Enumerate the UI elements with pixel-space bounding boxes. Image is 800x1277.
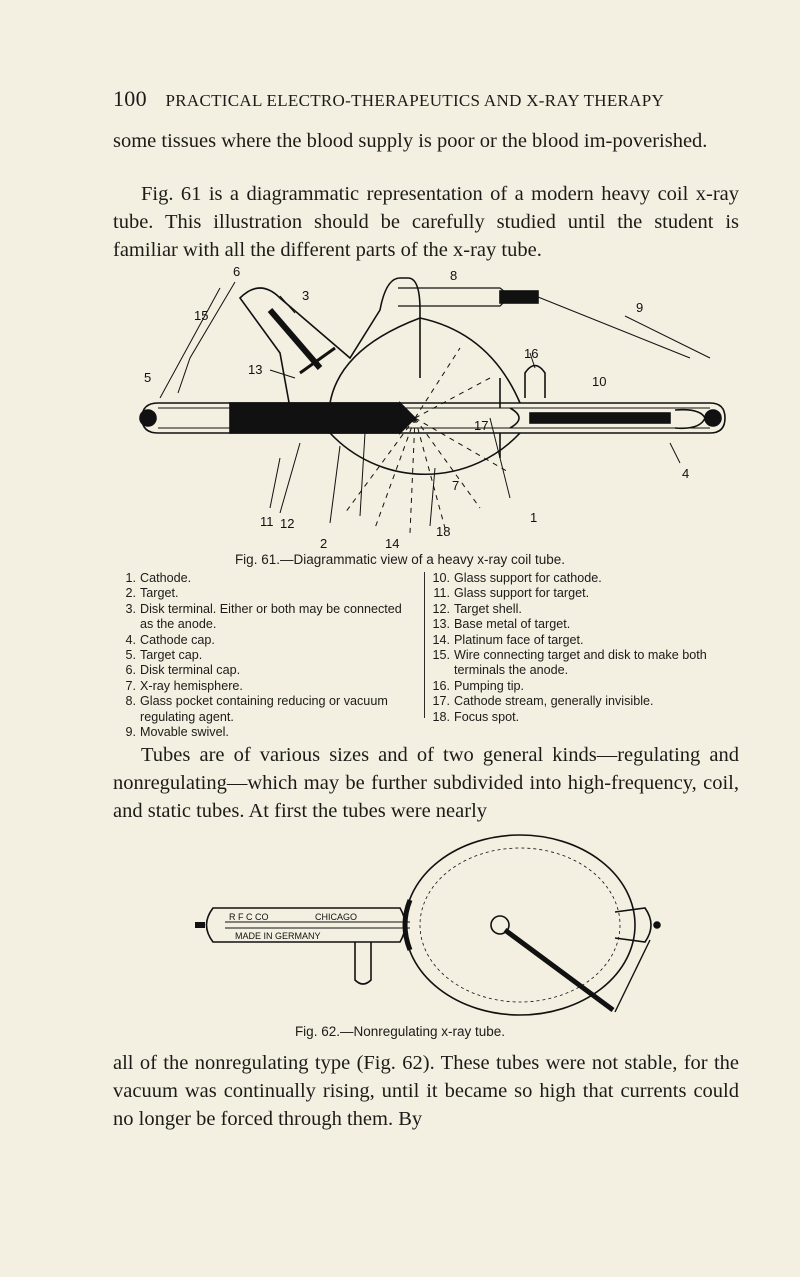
figure-62-caption: Fig. 62.—Nonregulating x-ray tube. (294, 1024, 506, 1039)
legend-item: 13.Base metal of target. (432, 617, 571, 632)
callout-18: 18 (436, 524, 450, 539)
callout-15: 15 (194, 308, 208, 323)
legend-item: 8.Glass pocket containing reducing or va… (125, 694, 388, 724)
callout-9: 9 (636, 300, 643, 315)
callout-13: 13 (248, 362, 262, 377)
legend-item: 5.Target cap. (125, 648, 203, 663)
figure-61-legend-right: 10.Glass support for cathode. 11.Glass s… (432, 571, 732, 725)
figure-61-caption: Fig. 61.—Diagrammatic view of a heavy x-… (234, 552, 566, 567)
legend-item: 10.Glass support for cathode. (432, 571, 602, 585)
running-title: PRACTICAL ELECTRO-THERAPEUTICS AND X-RAY… (165, 91, 665, 110)
tube-label-maker: R F C CO (229, 912, 269, 922)
callout-16: 16 (524, 346, 538, 361)
callout-1: 1 (530, 510, 537, 525)
legend-item: 9.Movable swivel. (125, 725, 229, 740)
legend-item: 12.Target shell. (432, 601, 522, 616)
paragraph-4: all of the nonregulating type (Fig. 62).… (113, 1052, 739, 1130)
callout-4: 4 (682, 466, 689, 481)
legend-item: 16.Pumping tip. (432, 678, 525, 693)
paragraph-3: Tubes are of various sizes and of two ge… (113, 744, 739, 822)
legend-divider (424, 572, 425, 718)
legend-item: 14.Platinum face of target. (432, 632, 584, 647)
callout-6: 6 (233, 264, 240, 279)
legend-item: 3.Disk terminal. Either or both may be c… (125, 601, 402, 632)
running-head: 100 PRACTICAL ELECTRO-THERAPEUTICS AND X… (113, 86, 713, 112)
callout-17: 17 (474, 418, 488, 433)
tube-label-city: CHICAGO (315, 912, 357, 922)
paragraph-2: Fig. 61 is a diagrammatic representation… (113, 183, 739, 261)
legend-item: 7.X-ray hemisphere. (125, 678, 243, 693)
callout-11: 11 (260, 514, 274, 529)
figure-61-diagram: 6 8 15 3 9 5 13 16 10 17 4 7 11 12 2 14 … (139, 264, 726, 550)
legend-item: 15.Wire connecting target and disk to ma… (432, 648, 707, 678)
figure-62-illustration: R F C CO CHICAGO MADE IN GERMANY (195, 834, 661, 1016)
callout-12: 12 (280, 516, 294, 531)
callout-10: 10 (592, 374, 606, 389)
callout-2: 2 (320, 536, 327, 550)
callout-3: 3 (302, 288, 309, 303)
page-number: 100 (113, 86, 147, 111)
callout-7: 7 (452, 478, 459, 493)
paragraph-1: some tissues where the blood supply is p… (113, 130, 708, 152)
legend-item: 6.Disk terminal cap. (125, 663, 241, 678)
legend-item: 11.Glass support for target. (433, 586, 590, 601)
callout-14: 14 (385, 536, 399, 550)
legend-item: 18.Focus spot. (432, 709, 520, 724)
legend-item: 4.Cathode cap. (125, 632, 215, 647)
legend-item: 2.Target. (125, 586, 179, 601)
callout-5: 5 (144, 370, 151, 385)
callout-8: 8 (450, 268, 457, 283)
legend-item: 1.Cathode. (125, 571, 192, 585)
legend-item: 17.Cathode stream, generally invisible. (432, 694, 654, 709)
tube-label-origin: MADE IN GERMANY (235, 931, 321, 941)
figure-61-legend-left: 1.Cathode. 2.Target. 3.Disk terminal. Ei… (118, 571, 418, 740)
